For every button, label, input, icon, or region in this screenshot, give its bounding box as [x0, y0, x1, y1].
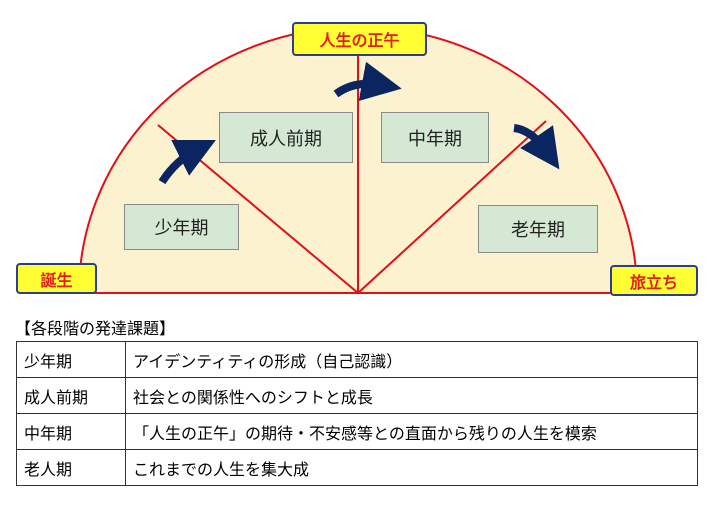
divider-line-right [357, 120, 547, 294]
stage-box-old: 老年期 [478, 205, 598, 253]
stage-cell: 中年期 [16, 413, 126, 450]
task-cell: アイデンティティの形成（自己認識） [125, 341, 698, 378]
stage-cell: 少年期 [16, 341, 126, 378]
development-task-table: 少年期 アイデンティティの形成（自己認識） 成人前期 社会との関係性へのシフトと… [16, 341, 698, 486]
table-row: 成人前期 社会との関係性へのシフトと成長 [16, 377, 698, 414]
arrow-middle-to-old [513, 124, 560, 170]
task-cell: これまでの人生を集大成 [125, 449, 698, 486]
life-stage-diagram: 少年期 成人前期 中年期 老年期 人生の正午 誕生 旅立ち [16, 22, 698, 296]
arrow-youth-to-early-adult [158, 140, 216, 185]
stage-box-middle: 中年期 [381, 112, 489, 163]
task-cell: 社会との関係性へのシフトと成長 [125, 377, 698, 414]
peak-label: 人生の正午 [292, 22, 427, 56]
table-row: 中年期 「人生の正午」の期待・不安感等との直面から残りの人生を模索 [16, 413, 698, 450]
table-row: 老人期 これまでの人生を集大成 [16, 449, 698, 486]
start-label: 誕生 [16, 263, 97, 294]
arrow-early-adult-to-middle [333, 61, 402, 102]
stage-box-youth: 少年期 [124, 204, 239, 250]
stage-cell: 老人期 [16, 449, 126, 486]
stage-cell: 成人前期 [16, 377, 126, 414]
table-row: 少年期 アイデンティティの形成（自己認識） [16, 341, 698, 378]
task-cell: 「人生の正午」の期待・不安感等との直面から残りの人生を模索 [125, 413, 698, 450]
section-title: 【各段階の発達課題】 [15, 319, 176, 338]
end-label: 旅立ち [610, 265, 698, 296]
stage-box-early-adult: 成人前期 [219, 112, 353, 163]
